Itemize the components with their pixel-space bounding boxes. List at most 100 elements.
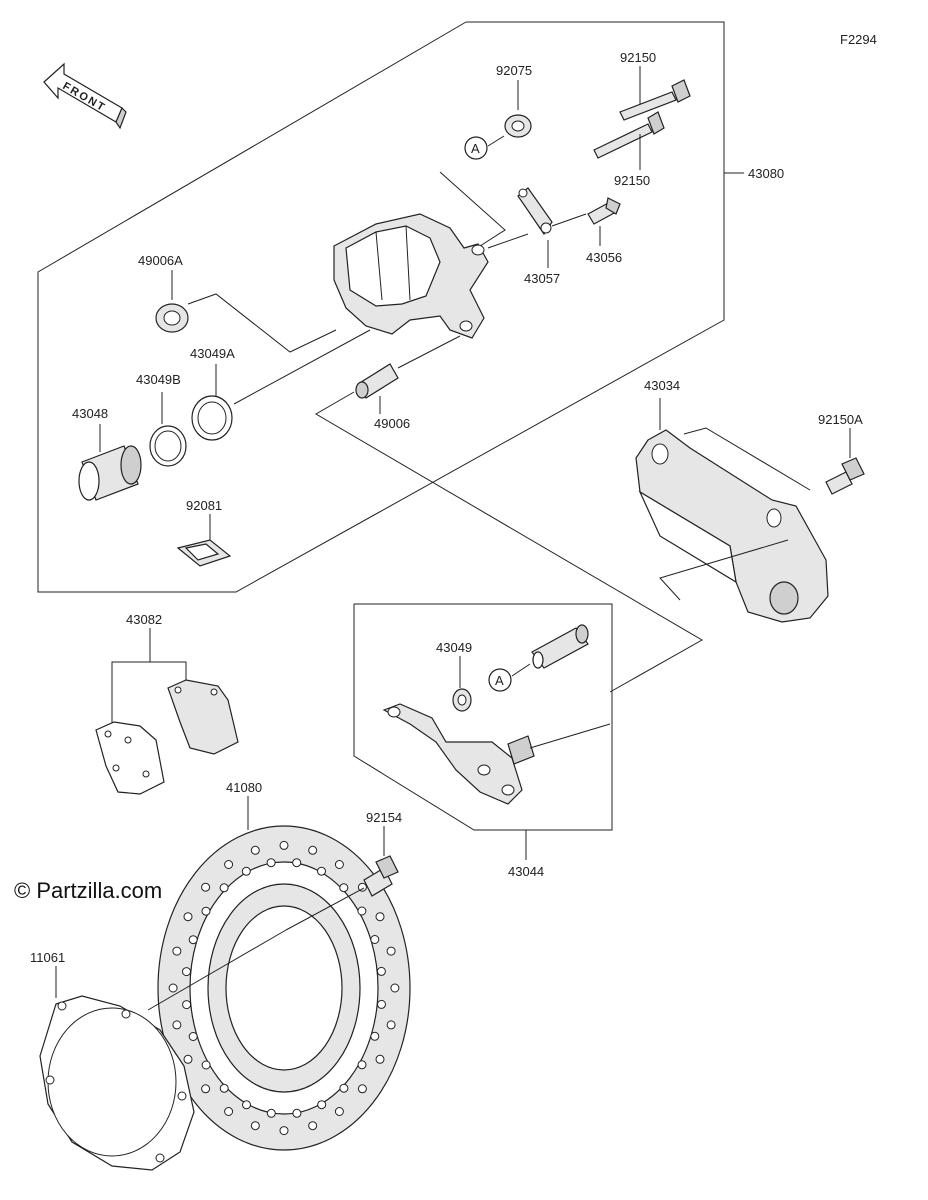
part-43049 — [452, 688, 472, 712]
disc-hole — [339, 883, 349, 893]
disc-hole — [357, 1060, 367, 1070]
disc-hole — [183, 1054, 193, 1064]
disc-hole — [308, 1121, 318, 1131]
part-43057 — [517, 187, 553, 236]
disc-hole — [377, 999, 386, 1009]
disc-hole — [219, 1083, 229, 1093]
label-43056: 43056 — [586, 250, 622, 265]
svg-text:A: A — [495, 673, 504, 688]
disc-hole — [375, 912, 385, 922]
part-11061-gasket — [39, 995, 195, 1171]
disc-hole — [317, 866, 326, 876]
disc-hole — [279, 840, 289, 850]
disc-hole — [357, 1084, 367, 1094]
part-43056 — [587, 197, 621, 225]
partzilla-watermark: © Partzilla.com — [14, 878, 162, 903]
label-92150-top: 92150 — [620, 50, 656, 65]
disc-hole — [390, 983, 400, 993]
part-43049B — [149, 425, 187, 467]
label-43080: 43080 — [748, 166, 784, 181]
label-43049B: 43049B — [136, 372, 181, 387]
label-43044: 43044 — [508, 864, 544, 879]
disc-hole — [250, 1121, 260, 1131]
caliper-assembly-outline — [37, 21, 725, 593]
label-49006A: 49006A — [138, 253, 183, 268]
disc-hole — [183, 912, 193, 922]
part-43049A — [191, 395, 233, 441]
part-41080-brake-disc — [157, 825, 411, 1151]
disc-hole — [201, 1060, 211, 1070]
label-41080: 41080 — [226, 780, 262, 795]
disc-hole — [188, 1032, 198, 1041]
disc-hole — [182, 967, 191, 977]
part-92075 — [504, 114, 532, 138]
part-43044-bracket — [382, 703, 535, 805]
disc-hole — [250, 845, 260, 855]
disc-hole — [279, 1126, 289, 1136]
disc-hole — [386, 946, 396, 956]
disc-hole — [219, 883, 229, 893]
part-92154 — [363, 855, 399, 897]
disc-hole — [308, 845, 318, 855]
callout-a-bottom: A — [488, 668, 512, 692]
part-49006A — [155, 303, 189, 333]
part-43048 — [78, 445, 142, 501]
disc-hole — [292, 858, 302, 868]
pads-bracket — [111, 661, 187, 726]
disc-hole — [370, 935, 380, 944]
caliper-body — [333, 213, 489, 339]
part-92081 — [176, 539, 232, 567]
label-43048: 43048 — [72, 406, 108, 421]
disc-hole — [188, 935, 198, 945]
label-92075: 92075 — [496, 63, 532, 78]
front-arrow-icon: FRONT — [43, 62, 127, 130]
label-43057: 43057 — [524, 271, 560, 286]
label-92081: 92081 — [186, 498, 222, 513]
label-92150A: 92150A — [818, 412, 863, 427]
disc-hole — [266, 858, 276, 868]
svg-text:A: A — [471, 141, 480, 156]
label-43049A: 43049A — [190, 346, 235, 361]
disc-hole — [201, 1084, 211, 1094]
disc-hole — [317, 1100, 327, 1110]
disc-hole — [386, 1020, 396, 1030]
disc-hole — [182, 1000, 192, 1010]
label-49006: 49006 — [374, 416, 410, 431]
disc-hole — [292, 1108, 302, 1118]
label-43034: 43034 — [644, 378, 680, 393]
disc-hole — [201, 906, 211, 916]
part-92150-upper-pin — [619, 79, 691, 121]
disc-hole — [224, 1107, 234, 1116]
disc-hole — [172, 946, 182, 956]
part-43044-slide-pin — [531, 624, 589, 669]
part-43082-pad-front — [95, 721, 165, 795]
disc-hole — [266, 1108, 276, 1118]
diagram-code: F2294 — [840, 32, 877, 47]
disc-hole — [339, 1083, 349, 1093]
part-92150-lower-pin — [593, 111, 665, 159]
disc-hole — [357, 906, 367, 916]
disc-hole — [357, 882, 367, 892]
part-92150A — [825, 457, 865, 495]
disc-hole — [334, 860, 344, 869]
part-43034 — [635, 429, 829, 623]
disc-hole — [224, 860, 234, 869]
disc-hole — [370, 1031, 380, 1041]
disc-hole — [376, 966, 386, 976]
callout-a-top: A — [464, 136, 488, 160]
label-11061: 11061 — [30, 950, 65, 965]
label-92150-mid: 92150 — [614, 173, 650, 188]
disc-hole — [172, 1020, 182, 1030]
disc-hole — [242, 1100, 251, 1110]
disc-hole — [168, 983, 178, 993]
label-92154: 92154 — [366, 810, 402, 825]
part-49006 — [355, 363, 399, 399]
part-43082-pad-rear — [167, 679, 239, 755]
label-43049: 43049 — [436, 640, 472, 655]
disc-hole — [241, 866, 251, 876]
bracket-assembly-outline — [353, 603, 613, 831]
disc-hole — [375, 1054, 385, 1064]
disc-hole — [201, 882, 211, 892]
disc-hole — [334, 1107, 344, 1116]
